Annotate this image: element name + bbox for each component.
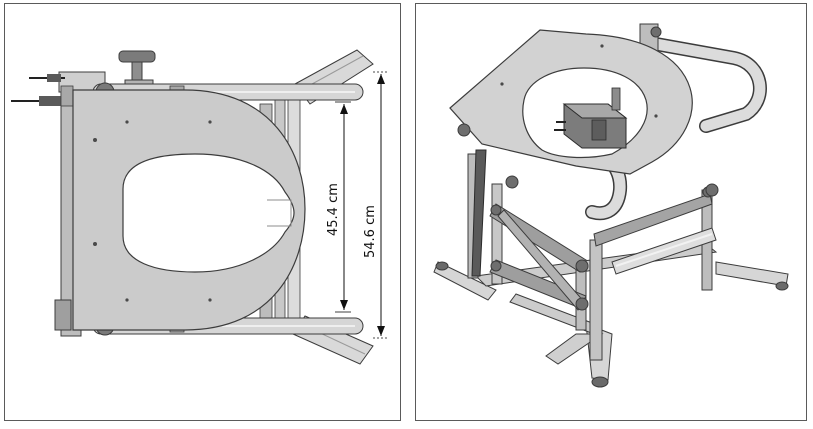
- seat-plate: [72, 89, 306, 331]
- adjustment-knob: [118, 50, 156, 89]
- gas-spring: [471, 149, 487, 277]
- dimension-inner: 45.4 cm: [326, 101, 351, 313]
- outer-width-label: 54.6 cm: [363, 205, 378, 258]
- isometric-view-drawing: [433, 23, 789, 388]
- cables: [11, 74, 74, 107]
- inner-width-label: 45.4 cm: [326, 183, 341, 236]
- motor-box: [554, 87, 628, 149]
- top-view-panel: 45.4 cm 54.6 cm: [4, 3, 401, 421]
- pivot-bolts: [457, 26, 719, 197]
- dimension-outer: 54.6 cm: [363, 71, 389, 339]
- top-view-drawing: 45.4 cm 54.6 cm: [11, 49, 389, 365]
- isometric-view-panel: [415, 3, 807, 421]
- cross-bar: [611, 227, 717, 275]
- armrest-right: [649, 37, 767, 133]
- scissor-links: [489, 186, 714, 311]
- seat-opening: [122, 153, 295, 273]
- base-frame: [433, 243, 789, 388]
